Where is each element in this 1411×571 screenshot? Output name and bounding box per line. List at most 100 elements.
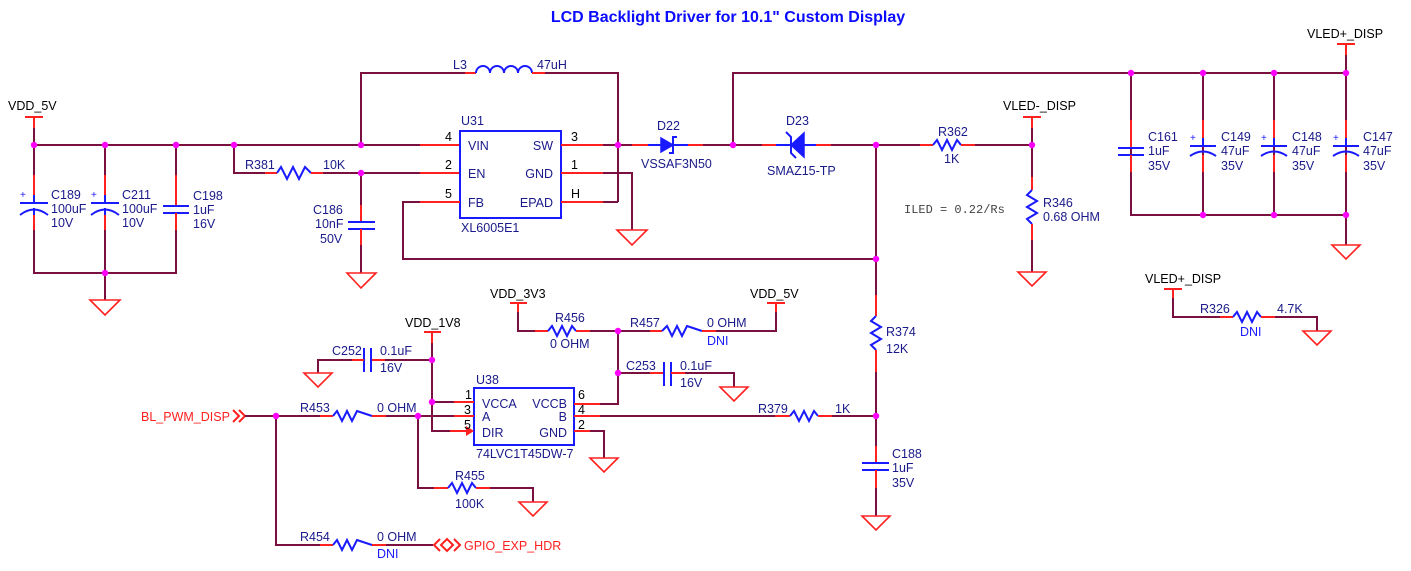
svg-text:1uF: 1uF [892,461,914,475]
vdd-5v-input-power: VDD_5V [8,99,57,128]
svg-text:10V: 10V [122,216,145,230]
svg-text:R381: R381 [245,158,275,172]
svg-text:35V: 35V [1148,159,1171,173]
svg-text:C252: C252 [332,344,362,358]
svg-text:A: A [482,410,491,424]
svg-text:+: + [91,190,97,201]
svg-text:0.1uF: 0.1uF [680,359,712,373]
svg-text:R455: R455 [455,469,485,483]
net-label-vled-minus: VLED-_DISP [1003,99,1076,113]
vdd-3v3-power: VDD_3V3 [490,287,546,312]
net-label-vdd-5v-2: VDD_5V [750,287,799,301]
resistor-r379: R379 1K [600,402,876,424]
net-label-vled-plus: VLED+_DISP [1307,27,1383,41]
svg-text:U38: U38 [476,373,499,387]
svg-text:VCCB: VCCB [532,397,567,411]
svg-text:VIN: VIN [468,139,489,153]
svg-text:16V: 16V [680,376,703,390]
vled-plus-power: VLED+_DISP [1307,27,1383,55]
svg-text:EPAD: EPAD [520,196,553,210]
svg-text:6: 6 [578,388,585,402]
resistor-r454: R454 0 OHM DNI [275,416,433,561]
svg-text:SMAZ15-TP: SMAZ15-TP [767,164,836,178]
svg-text:DNI: DNI [377,547,399,561]
svg-text:16V: 16V [193,217,216,231]
svg-text:1: 1 [465,388,472,402]
resistor-r453: R453 0 OHM [300,401,418,424]
port-gpio-exp-hdr: GPIO_EXP_HDR [432,537,561,553]
svg-text:10V: 10V [51,216,74,230]
capacitor-c253: C253 0.1uF 16V [618,359,750,403]
svg-text:35V: 35V [1221,159,1244,173]
svg-text:100K: 100K [455,497,485,511]
svg-text:GND: GND [539,426,567,440]
svg-text:100uF: 100uF [122,202,158,216]
resistor-r456: R456 0 OHM [517,311,618,351]
svg-text:10nF: 10nF [315,217,344,231]
svg-text:+: + [20,190,26,201]
svg-text:1K: 1K [944,152,960,166]
capacitor-c211: + C211 100uF 10V [90,145,158,230]
capacitor-c252: C252 0.1uF 16V [302,344,432,389]
wire-vdd-5v-rail [33,128,460,146]
svg-text:DNI: DNI [1240,325,1262,339]
svg-text:C189: C189 [51,188,81,202]
svg-text:47uF: 47uF [1221,144,1250,158]
diode-d23: D23 SMAZ15-TP [762,114,836,178]
svg-text:H: H [571,187,580,201]
svg-text:C149: C149 [1221,130,1251,144]
svg-text:35V: 35V [1363,159,1386,173]
inductor-l3: L3 47uH [360,58,619,202]
vdd-1v8-power: VDD_1V8 [405,316,461,343]
svg-text:DNI: DNI [707,334,729,348]
capacitor-c189: + C189 100uF 10V [19,145,87,230]
svg-text:VCCA: VCCA [482,397,517,411]
ic-u38: U38 74LVC1T45DW-7 1 3 5 VCCA A DIR VCCB … [418,373,600,461]
svg-text:16V: 16V [380,361,403,375]
svg-text:R379: R379 [758,402,788,416]
svg-text:C198: C198 [193,189,223,203]
svg-text:C148: C148 [1292,130,1322,144]
svg-text:2: 2 [578,418,585,432]
svg-text:R457: R457 [630,316,660,330]
svg-text:GPIO_EXP_HDR: GPIO_EXP_HDR [464,539,561,553]
svg-text:GND: GND [525,167,553,181]
svg-text:R453: R453 [300,401,330,415]
svg-text:C161: C161 [1148,130,1178,144]
resistor-r326: VLED+_DISP R326 4.7K DNI [1145,272,1333,347]
capacitor-c148: + C148 47uF 35V [1260,73,1322,215]
svg-text:35V: 35V [1292,159,1315,173]
svg-text:4: 4 [445,130,452,144]
net-label-vdd-1v8: VDD_1V8 [405,316,461,330]
resistor-r374: R374 12K [869,295,916,446]
svg-text:0.1uF: 0.1uF [380,344,412,358]
ground-symbol [88,299,122,317]
svg-text:1uF: 1uF [193,203,215,217]
svg-text:0 OHM: 0 OHM [707,316,747,330]
capacitor-c161: C161 1uF 35V [1118,73,1178,173]
capacitor-c188: C188 1uF 35V [860,446,922,532]
vled-minus-power: VLED-_DISP [1003,99,1076,145]
vdd-5v-power-2: VDD_5V [750,287,799,312]
svg-text:3: 3 [571,130,578,144]
svg-text:BL_PWM_DISP: BL_PWM_DISP [141,410,230,424]
capacitor-c147: + C147 47uF 35V [1332,55,1393,245]
svg-text:R326: R326 [1200,302,1230,316]
resistor-r457: R457 0 OHM DNI [618,312,777,348]
svg-text:FB: FB [468,196,484,210]
svg-text:C253: C253 [626,359,656,373]
svg-text:+: + [1190,133,1196,144]
svg-text:2: 2 [445,158,452,172]
svg-text:R362: R362 [938,125,968,139]
net-label-vdd-3v3: VDD_3V3 [490,287,546,301]
net-label-vdd-5v: VDD_5V [8,99,57,113]
svg-text:+: + [1261,133,1267,144]
svg-text:4: 4 [578,403,585,417]
svg-text:C211: C211 [122,188,151,202]
svg-text:SW: SW [533,139,553,153]
svg-text:R456: R456 [555,311,585,325]
svg-text:3: 3 [464,403,471,417]
svg-text:EN: EN [468,167,485,181]
svg-text:1: 1 [571,158,578,172]
svg-text:R454: R454 [300,530,330,544]
